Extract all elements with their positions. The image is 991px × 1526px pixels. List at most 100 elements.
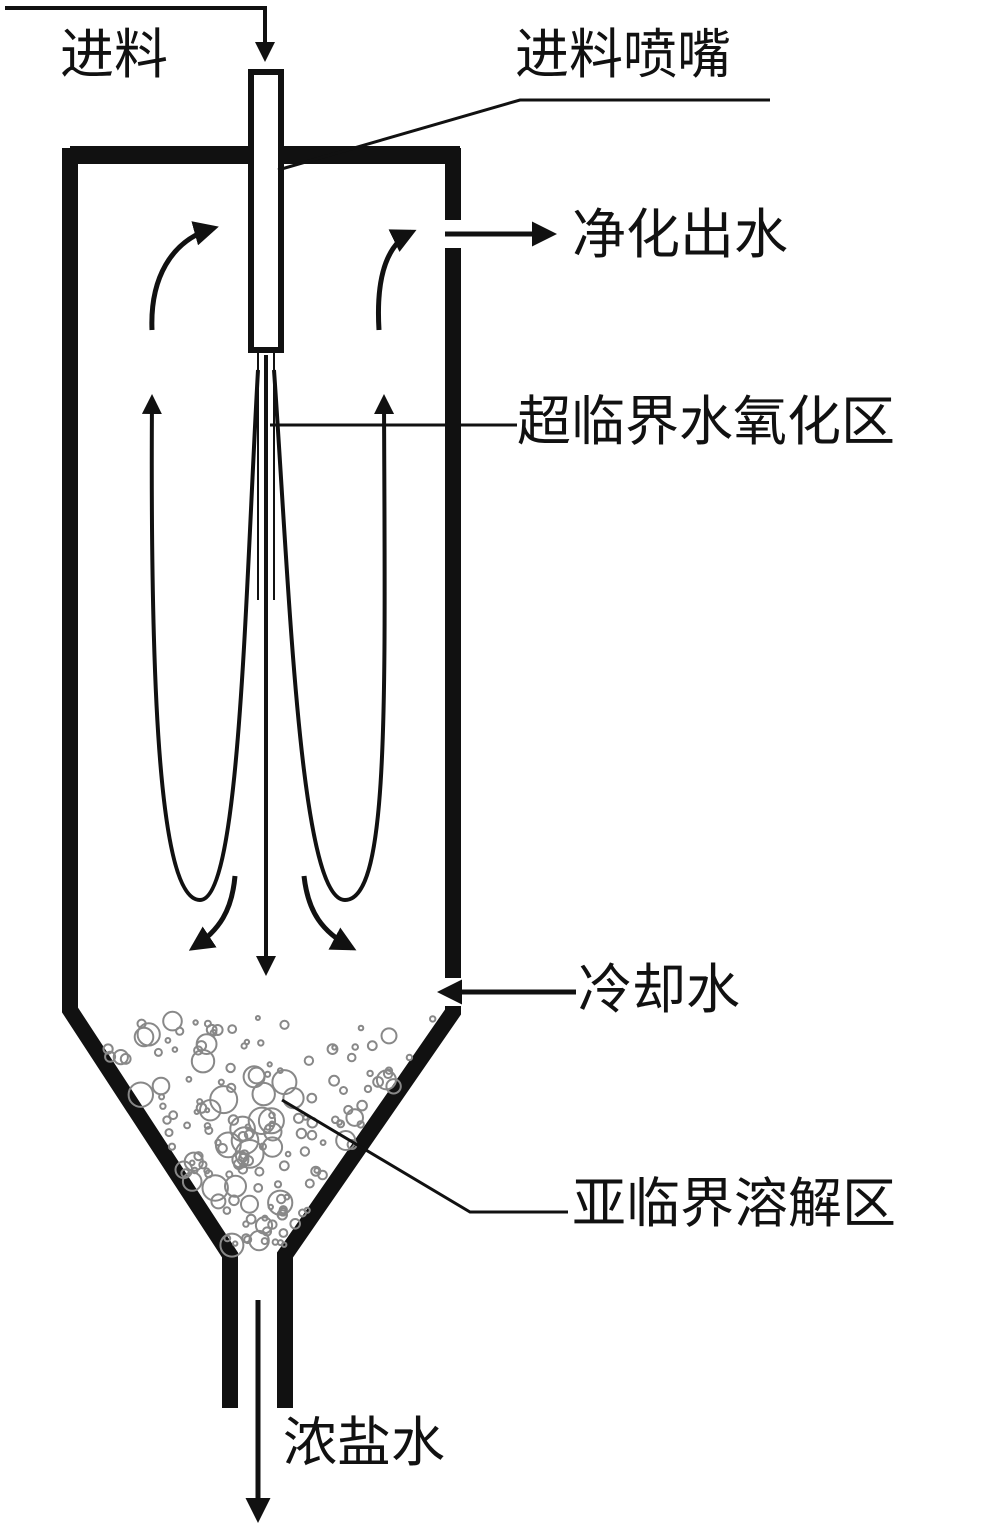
particle bbox=[217, 1078, 225, 1086]
particle bbox=[276, 1067, 284, 1074]
particle bbox=[363, 1084, 373, 1094]
particle bbox=[151, 1076, 171, 1096]
particle bbox=[196, 1098, 204, 1106]
particle bbox=[356, 1099, 368, 1112]
particle bbox=[266, 1061, 273, 1068]
particle bbox=[303, 1055, 315, 1066]
particle bbox=[175, 1026, 185, 1036]
feed-line bbox=[5, 6, 275, 62]
particle bbox=[293, 1112, 305, 1124]
particle bbox=[102, 1043, 114, 1055]
particle bbox=[366, 1040, 378, 1052]
particle bbox=[261, 1226, 273, 1237]
particle bbox=[168, 1110, 179, 1121]
particle bbox=[295, 1127, 308, 1140]
particle bbox=[171, 1046, 179, 1053]
particle bbox=[306, 1129, 318, 1141]
particle bbox=[209, 1085, 239, 1115]
particle bbox=[243, 1235, 253, 1245]
particle bbox=[384, 1066, 394, 1075]
particle bbox=[264, 1070, 272, 1078]
recirculation-loop-left bbox=[141, 369, 260, 903]
particle bbox=[346, 1052, 357, 1063]
particle bbox=[385, 1078, 402, 1095]
particle bbox=[185, 1075, 193, 1083]
leader-lines bbox=[270, 98, 770, 1214]
particle bbox=[319, 1139, 327, 1146]
vessel-left-wall bbox=[62, 148, 238, 1408]
flow-arrow-top-left bbox=[149, 221, 219, 331]
particle bbox=[240, 1194, 259, 1214]
particle bbox=[214, 1138, 222, 1147]
particle bbox=[429, 1015, 437, 1023]
particle bbox=[242, 1155, 254, 1167]
particle bbox=[243, 1129, 255, 1140]
particle bbox=[372, 1076, 385, 1088]
particle bbox=[167, 1142, 177, 1151]
recirculation-loop-right bbox=[272, 369, 395, 903]
particle bbox=[257, 1039, 265, 1047]
particle bbox=[366, 1069, 374, 1078]
particle bbox=[204, 1107, 211, 1114]
particle bbox=[181, 1171, 203, 1192]
particle bbox=[164, 1037, 172, 1044]
feed-label: 进料 bbox=[60, 23, 168, 86]
particle bbox=[180, 1168, 191, 1179]
particle bbox=[119, 1053, 132, 1065]
particle bbox=[405, 1053, 414, 1062]
flow-arrow-top-right bbox=[375, 229, 417, 331]
particle bbox=[244, 1123, 252, 1131]
particle bbox=[261, 1214, 269, 1222]
particle bbox=[210, 1193, 227, 1210]
particle bbox=[357, 1024, 365, 1032]
particle bbox=[237, 1131, 249, 1142]
particle bbox=[193, 1045, 204, 1056]
particle bbox=[226, 1082, 237, 1094]
particle bbox=[279, 1019, 290, 1030]
particle bbox=[112, 1049, 129, 1066]
particle bbox=[222, 1206, 232, 1215]
particle bbox=[260, 1237, 269, 1246]
reactor-vessel bbox=[62, 146, 461, 1408]
particle bbox=[247, 1066, 266, 1085]
particle bbox=[199, 1099, 222, 1122]
subcritical-zone-label: 亚临界溶解区 bbox=[572, 1172, 896, 1235]
particle bbox=[345, 1108, 365, 1127]
particle bbox=[227, 1024, 238, 1034]
particle bbox=[289, 1218, 302, 1230]
particle bbox=[273, 1180, 283, 1189]
particle bbox=[382, 1068, 394, 1080]
particle bbox=[127, 1081, 155, 1108]
particle bbox=[164, 1128, 174, 1138]
particle bbox=[313, 1167, 321, 1174]
nozzle-leader bbox=[277, 98, 770, 172]
particle bbox=[227, 1114, 240, 1126]
particle bbox=[183, 1121, 192, 1130]
particle bbox=[225, 1170, 234, 1179]
particle bbox=[268, 1120, 276, 1128]
particle bbox=[267, 1189, 294, 1216]
particle bbox=[278, 1160, 290, 1172]
particle bbox=[253, 1183, 264, 1193]
particle bbox=[328, 1074, 341, 1087]
particle bbox=[283, 1193, 291, 1201]
vessel-right-wall-lower bbox=[277, 1006, 461, 1408]
purified-outlet-label: 净化出水 bbox=[572, 203, 788, 266]
particle bbox=[153, 1047, 163, 1057]
particle bbox=[254, 1015, 261, 1021]
particle bbox=[232, 1240, 239, 1247]
particle bbox=[162, 1115, 172, 1125]
particle bbox=[225, 1062, 236, 1074]
particle bbox=[245, 1213, 257, 1225]
particle bbox=[204, 1126, 214, 1135]
particle bbox=[133, 1026, 155, 1048]
particle bbox=[247, 1106, 277, 1136]
particle bbox=[162, 1010, 183, 1032]
particle bbox=[203, 1167, 211, 1175]
flow-arrow-bottom-left bbox=[188, 875, 238, 951]
particle bbox=[231, 1150, 250, 1169]
particle bbox=[251, 1081, 276, 1107]
nozzle-label: 进料喷嘴 bbox=[515, 23, 731, 86]
particle bbox=[306, 1092, 318, 1104]
